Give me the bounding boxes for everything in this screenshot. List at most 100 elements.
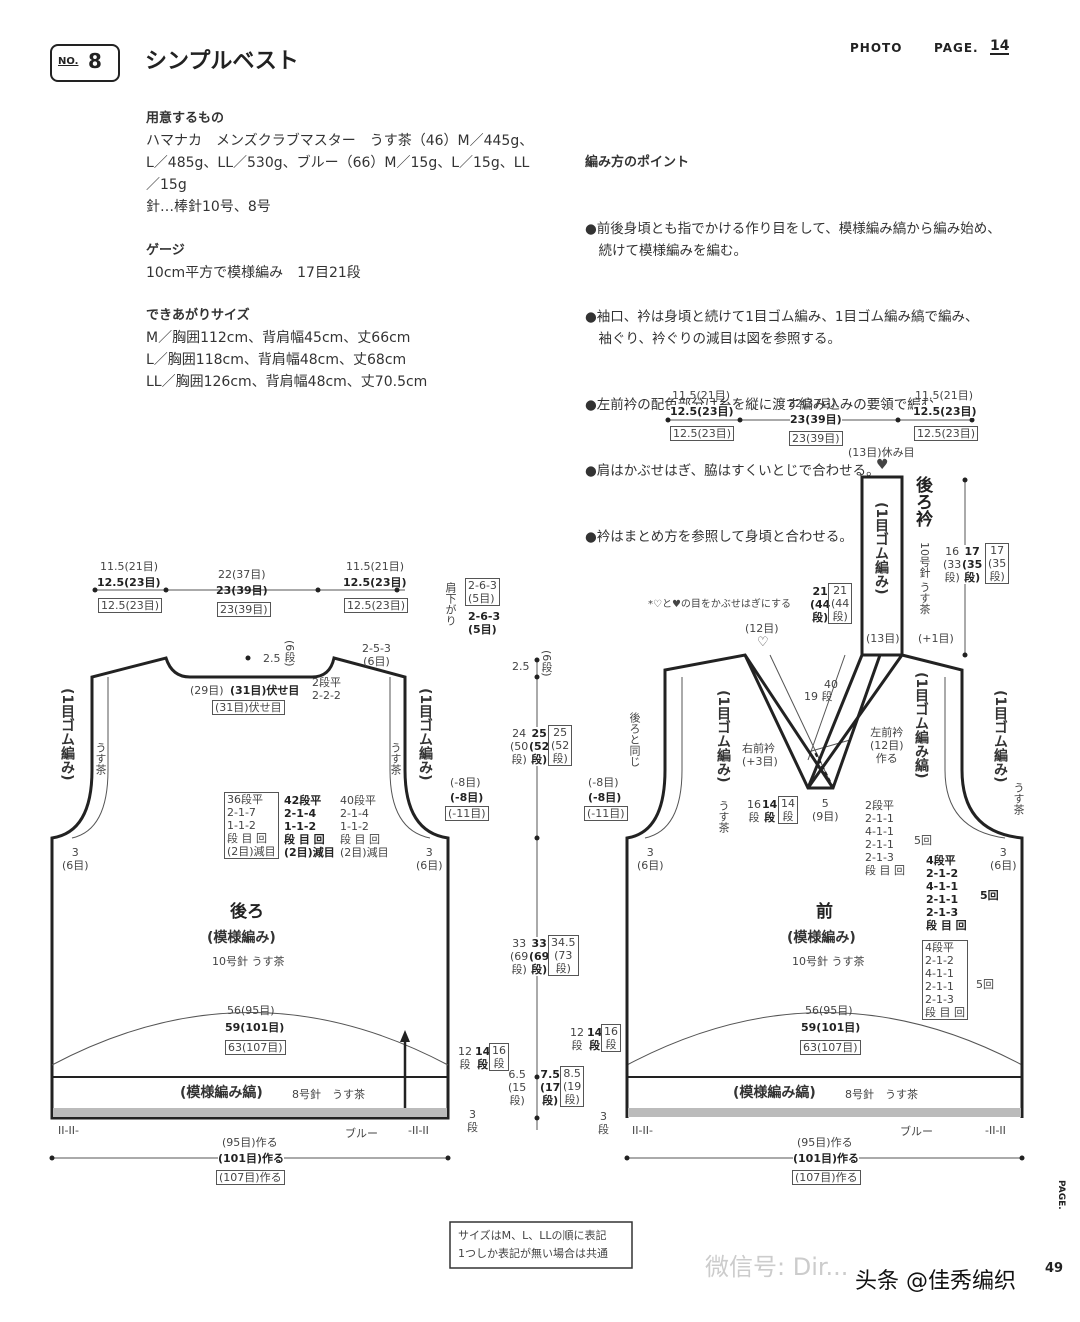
neck-decrease: 2段平 2-2-2 xyxy=(312,676,341,702)
back-ribbing-right: (1目ゴム編み) xyxy=(417,688,433,781)
front-ribbing-stripe: (1目ゴム編み縞) xyxy=(913,672,929,779)
materials-line: L／485g、LL／530g、ブルー（66）M／15g、L／15g、LL xyxy=(146,155,530,171)
size-line: L／胸囲118cm、背肩幅48cm、丈68cm xyxy=(146,352,407,368)
gauge-text: 10cm平方で模様編み 17目21段 xyxy=(146,265,361,281)
point-item: ●衿はまとめ方を参照して身頃と合わせる。 xyxy=(585,529,853,545)
photo-label: PHOTO xyxy=(850,41,903,55)
graft-note: *♡と♥の目をかぶせはぎにする xyxy=(648,599,792,610)
front-shoulder-l: 12.5(23目) xyxy=(670,405,734,418)
front-band-m: 12 段 xyxy=(570,1026,584,1052)
same-as-back: 後ろと同じ xyxy=(628,712,641,767)
underarm-left: 3 (6目) xyxy=(62,846,89,872)
size-line: LL／胸囲126cm、背肩幅48cm、丈70.5cm xyxy=(146,374,428,390)
front-blue-label: ブルー xyxy=(900,1125,933,1138)
points-section: 編み方のポイント ●前後身頃とも指でかける作り目をして、模様編み縞から編み始め、… xyxy=(585,108,1001,570)
neck-dec-m: 2段平 2-1-1 4-1-1 2-1-1 2-1-3 段 目 回 xyxy=(865,799,905,877)
front-title: 前 xyxy=(816,902,833,922)
body-height-m: 33 (69 段) xyxy=(510,937,529,976)
back-color-right: うす茶 xyxy=(389,742,402,775)
collar-ribbing: (1目ゴム編み) xyxy=(873,502,889,595)
back-outline xyxy=(50,656,450,1120)
front-13-stitches: (13目) xyxy=(866,632,900,645)
front-width-m: 56(95目) xyxy=(805,1004,853,1017)
left-front-collar: 左前衿 (12目) 作る xyxy=(870,726,904,765)
back-shoulder-ll: 12.5(23目) xyxy=(98,598,163,613)
armhole-height-ll: 25 (52 段) xyxy=(548,725,573,766)
size-order-note: サイズはM、L、LLの順に表記 xyxy=(458,1229,607,1242)
page-label: PAGE. xyxy=(934,41,979,55)
back-shoulder-m: 11.5(21目) xyxy=(100,560,159,573)
page-number: 49 xyxy=(1045,1261,1064,1276)
neck-dec-m-times: 5回 xyxy=(914,834,932,847)
front-band-l: 14 段 xyxy=(587,1026,603,1052)
collar-rows-m: 16 (33 段) xyxy=(943,545,962,584)
body-height-ll: 34.5 (73 段) xyxy=(548,935,579,976)
pickup-l: (-8目) xyxy=(450,791,484,804)
vbottom-rows-m: 16 段 xyxy=(747,798,761,824)
back-shoulder-l: 12.5(23目) xyxy=(97,576,161,589)
front-marks-right: -II-II xyxy=(985,1124,1006,1137)
vneck-rows-l: 21 (44 段) xyxy=(810,585,831,624)
back-blue-band xyxy=(53,1108,447,1117)
armhole-height-l: 25 (52 段) xyxy=(529,727,550,766)
back-neck-m: 22(37目) xyxy=(218,568,266,581)
pickup-ll: (-11目) xyxy=(445,806,489,821)
front-cast-on-l: (101目)作る xyxy=(793,1152,860,1165)
back-collar-title: 後ろ衿 xyxy=(912,476,932,527)
vneck-bottom: 5 (9目) xyxy=(812,797,839,823)
front-neck-l: 23(39目) xyxy=(790,413,842,426)
watermark-toutiao: 头条 @佳秀编织 xyxy=(855,1269,1016,1294)
issue-badge xyxy=(50,44,120,82)
front-plus-one: (+1目) xyxy=(918,632,954,645)
collar-needle: 10号針 うす茶 xyxy=(918,542,931,615)
armhole-dec-ll: 36段平 2-1-7 1-1-2 段 目 回 (2目)減目 xyxy=(224,792,279,859)
materials-heading: 用意するもの xyxy=(146,111,225,126)
size-heading: できあがりサイズ xyxy=(146,308,250,323)
front-pattern: (模様編み) xyxy=(787,930,856,946)
vbottom-rows-ll: 14 段 xyxy=(778,796,798,824)
neck-dec-l-times: 5回 xyxy=(980,889,999,902)
front-ribbing-right: (1目ゴム編み) xyxy=(992,690,1008,783)
armhole-dec-m: 40段平 2-1-4 1-1-2 段 目 回 (2目)減目 xyxy=(340,794,389,859)
size-section: できあがりサイズ M／胸囲112cm、背肩幅45cm、丈66cm L／胸囲118… xyxy=(146,305,427,393)
blue-label: ブルー xyxy=(345,1127,378,1140)
neck-dec-ll: 4段平 2-1-2 4-1-1 2-1-1 2-1-3 段 目 回 xyxy=(922,940,968,1020)
center-neck-rows: (6段) xyxy=(540,650,553,677)
band-rows-m: 12 段 xyxy=(458,1045,472,1071)
back-ribbing-left: (1目ゴム編み) xyxy=(59,688,75,781)
bind-off-ll: (31目)伏せ目 xyxy=(212,700,285,715)
front-ribbing-left: (1目ゴム編み) xyxy=(715,690,731,783)
front-12-stitches: (12目) xyxy=(745,622,779,635)
front-cast-on-m: (95目)作る xyxy=(797,1136,853,1149)
point-item: ●肩はかぶせはぎ、脇はすくいとじで合わせる。 xyxy=(585,463,880,479)
armhole-height-m: 24 (50 段) xyxy=(510,727,529,766)
points-heading: 編み方のポイント xyxy=(585,155,690,170)
slope-ll: 2-6-3 (5目) xyxy=(465,578,500,606)
materials-line: 針…棒針10号、8号 xyxy=(146,199,271,215)
badge-no: NO. xyxy=(58,56,79,67)
back-width-m: 56(95目) xyxy=(227,1004,275,1017)
front-shoulder-m: 11.5(21目) xyxy=(672,389,731,402)
materials-section: 用意するもの ハマナカ メンズクラブマスター うす茶（46）M／445g、 L／… xyxy=(146,108,533,218)
front-needle: 10号針 うす茶 xyxy=(792,955,865,968)
front-blue-band xyxy=(628,1108,1021,1117)
badge-number: 8 xyxy=(88,49,102,73)
front-marks-left: II-II- xyxy=(632,1124,653,1137)
back-shoulder-ll-r: 12.5(23目) xyxy=(344,598,409,613)
vbottom-rows-l: 14 段 xyxy=(762,798,778,824)
band-rows-l: 14 段 xyxy=(475,1045,491,1071)
neck-depth: 2.5 xyxy=(263,652,281,665)
gauge-section: ゲージ 10cm平方で模様編み 17目21段 xyxy=(146,240,361,284)
back-shoulder-l-r: 12.5(23目) xyxy=(343,576,407,589)
cast-on-ll: (107目)作る xyxy=(216,1170,285,1185)
front-width-ll: 63(107目) xyxy=(800,1040,861,1055)
photo-page-number: 14 xyxy=(990,38,1010,55)
front-outline xyxy=(625,475,1024,1118)
heart-open-icon: ♡ xyxy=(757,635,769,650)
shoulder-slope-label: 肩下がり xyxy=(444,582,457,626)
watermark-wechat: 微信号: Dir... xyxy=(705,1253,849,1281)
neck-dec-l: 4段平 2-1-2 4-1-1 2-1-1 2-1-3 段 目 回 xyxy=(926,854,967,932)
cast-on-l: (101目)作る xyxy=(218,1152,285,1165)
front-underarm-right: 3 (6目) xyxy=(990,846,1017,872)
